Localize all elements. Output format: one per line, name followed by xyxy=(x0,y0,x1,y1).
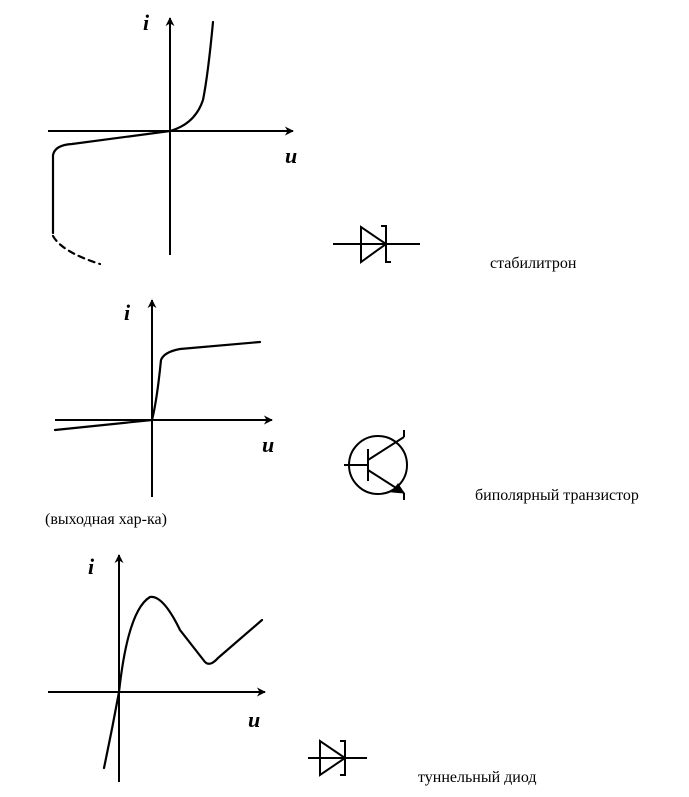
zener-caption: стабилитрон xyxy=(490,255,577,272)
bjt-output-curve xyxy=(53,340,262,432)
bjt-x-axis-label: u xyxy=(262,432,274,457)
bjt-note: (выходная хар-ка) xyxy=(45,511,167,528)
tunnel-bar xyxy=(340,740,346,776)
tunnel-iv-plot: i u xyxy=(48,554,266,782)
bjt-section: i u биполярный транзистор (выходная хар-… xyxy=(45,299,639,528)
zener-breakdown-dashed xyxy=(51,234,102,266)
bjt-symbol xyxy=(344,430,408,500)
zener-iv-curve xyxy=(51,20,215,235)
zener-y-axis-label: i xyxy=(143,10,150,35)
zener-bar xyxy=(381,225,391,263)
zener-iv-plot: i u xyxy=(48,10,297,266)
bjt-collector xyxy=(367,436,405,461)
zener-triangle xyxy=(360,225,388,264)
tunnel-x-axis-label: u xyxy=(248,707,260,732)
zener-symbol xyxy=(333,225,420,264)
tunnel-iv-curve xyxy=(102,595,264,770)
bjt-emitter-arrow-icon xyxy=(391,483,405,494)
bjt-caption: биполярный транзистор xyxy=(475,487,639,504)
zener-x-axis-label: u xyxy=(285,143,297,168)
tunnel-triangle xyxy=(319,739,347,777)
zener-section: i u стабилитрон xyxy=(48,10,577,272)
tunnel-caption: туннельный диод xyxy=(418,769,537,786)
tunnel-section: i u туннельный диод xyxy=(48,554,537,786)
tunnel-symbol xyxy=(308,739,367,777)
bjt-iv-plot: i u xyxy=(53,299,274,497)
tunnel-y-axis-label: i xyxy=(88,554,95,579)
bjt-y-axis-label: i xyxy=(124,300,131,325)
